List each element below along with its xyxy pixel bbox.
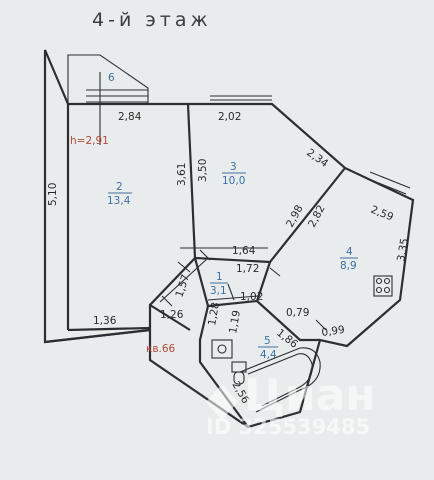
- listing-id: ID 325539485: [206, 415, 370, 439]
- room-4-area: 8,9: [340, 260, 357, 272]
- room-2-area: 13,4: [107, 195, 131, 207]
- dimension-lines: [159, 247, 268, 303]
- toilet-icon: [231, 361, 247, 385]
- cian-logo-icon: [206, 384, 238, 420]
- stove-icon: [373, 275, 393, 297]
- dim-label: 0,79: [286, 307, 309, 319]
- sink-icon: [211, 339, 233, 359]
- dim-label: 5,10: [47, 183, 59, 206]
- room-2-number: 2: [116, 181, 123, 193]
- windows: [210, 95, 411, 195]
- dim-label: 1,72: [236, 263, 259, 275]
- dim-label: 3,50: [197, 159, 209, 182]
- dim-label: 2,34: [304, 147, 330, 170]
- dim-label: 2,82: [306, 203, 328, 229]
- room-5-area: 4,4: [260, 349, 277, 361]
- dim-label: 3,35: [395, 237, 411, 262]
- door-marks: [161, 249, 327, 331]
- cian-brand: Циан: [244, 370, 376, 421]
- dim-label: 1,02: [240, 291, 263, 303]
- ceiling-height: h=2,91: [70, 135, 109, 147]
- room-3-number: 3: [230, 161, 237, 173]
- dim-label: 2,02: [218, 111, 241, 123]
- dim-label: 1,64: [232, 245, 256, 257]
- dim-label: 1,28: [206, 301, 222, 326]
- dim-label: 0,99: [321, 324, 346, 339]
- room-1-number: 1: [216, 271, 223, 283]
- cian-watermark: Циан ID 325539485: [206, 370, 376, 439]
- apartment-walls: [43, 49, 415, 429]
- room-6-number: 6: [108, 72, 115, 84]
- dim-label: 1,86: [274, 327, 300, 351]
- dim-label: 3,61: [176, 163, 188, 186]
- dim-label: 1,19: [227, 309, 243, 334]
- balcony-outline: [67, 54, 149, 145]
- dim-label: 2,59: [369, 204, 395, 224]
- room-1-area: 3,1: [210, 285, 227, 297]
- dim-label: 2,98: [284, 203, 306, 229]
- room-3-area: 10,0: [222, 175, 245, 187]
- dim-label: 1,26: [160, 309, 184, 321]
- bathtub-icon: [239, 347, 321, 413]
- dim-label: 1,36: [93, 315, 117, 327]
- apartment-number: кв.66: [146, 343, 176, 355]
- room-4-number: 4: [346, 246, 353, 258]
- floor-title: 4-й этаж: [92, 9, 212, 31]
- dim-label: 2,84: [118, 111, 142, 123]
- room-5-number: 5: [264, 335, 271, 347]
